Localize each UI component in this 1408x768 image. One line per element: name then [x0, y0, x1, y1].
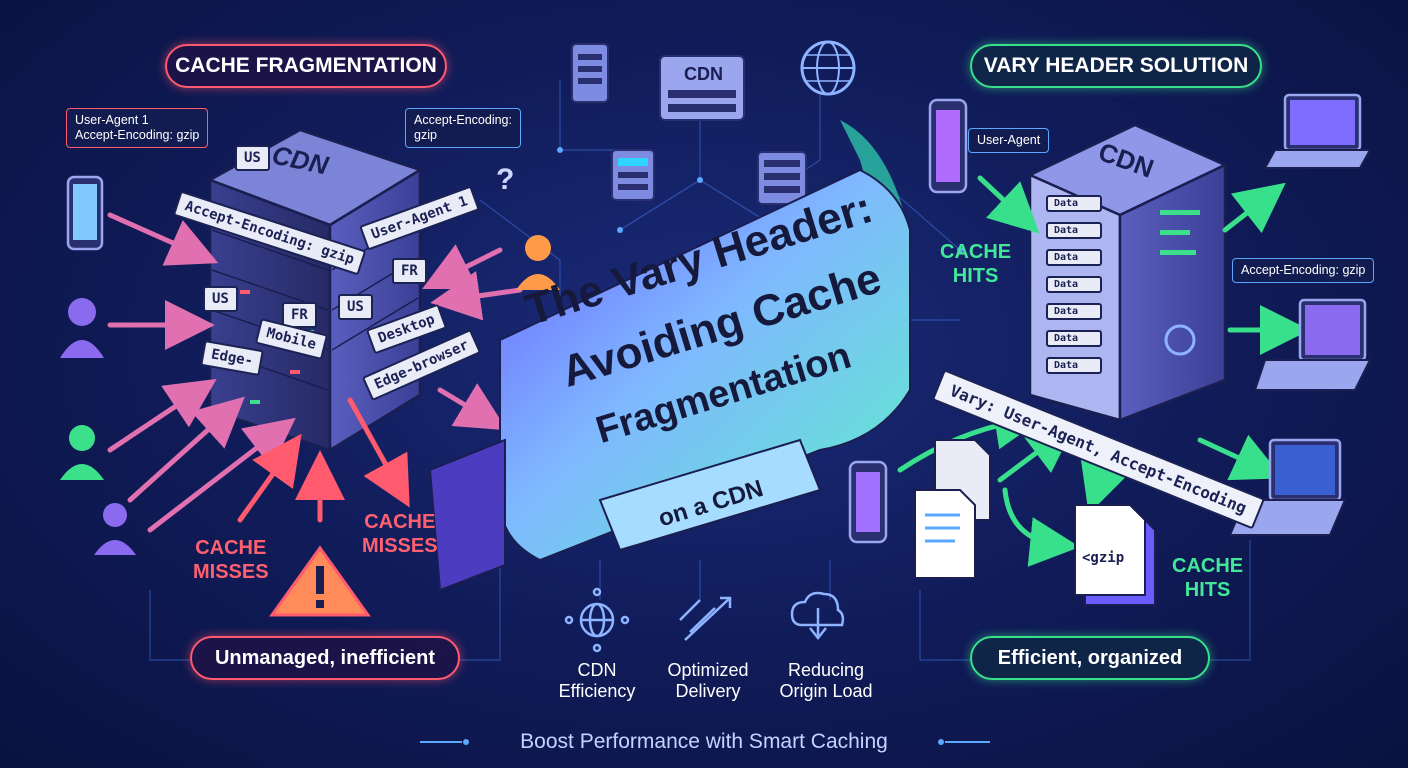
- data-row: Data: [1046, 303, 1102, 320]
- gzip-label: <gzip: [1082, 550, 1125, 566]
- feature-cdn-efficiency: CDN Efficiency: [532, 660, 662, 702]
- data-row: Data: [1046, 195, 1102, 212]
- feature-line: Reducing: [787, 660, 865, 680]
- request-note-useragent: User-Agent: [968, 128, 1050, 153]
- feature-line: Origin Load: [779, 681, 873, 701]
- note-line: Accept-Encoding: gzip: [75, 128, 200, 142]
- request-note-encoding: Accept-Encoding: gzip: [405, 108, 521, 148]
- feature-optimized-delivery: Optimized Delivery: [643, 660, 773, 702]
- left-users: [60, 175, 560, 555]
- label-line: MISSES: [362, 535, 438, 557]
- data-row: Data: [1046, 249, 1102, 266]
- top-server-label: CDN: [684, 64, 723, 84]
- data-row: Data: [1046, 330, 1102, 347]
- data-rows: Data Data Data Data Data Data Data: [1046, 195, 1102, 384]
- cache-fragmentation-heading: CACHE FRAGMENTATION: [165, 44, 447, 88]
- heading-text: VARY HEADER SOLUTION: [983, 54, 1249, 77]
- feature-line: Efficiency: [558, 681, 636, 701]
- note-line: Accept-Encoding:: [414, 113, 512, 127]
- fragment-tag: US: [203, 286, 238, 312]
- cache-hits-label: CACHE HITS: [940, 240, 1011, 288]
- status-text: Efficient, organized: [997, 646, 1183, 669]
- label-line: HITS: [952, 265, 999, 287]
- fragment-tag: FR: [392, 258, 427, 284]
- warning-icon: [269, 545, 371, 617]
- right-devices: [848, 93, 1372, 606]
- note-line: User-Agent 1: [75, 113, 149, 127]
- fragment-tag: US: [235, 145, 270, 171]
- right-status-badge: Efficient, organized: [970, 636, 1210, 680]
- request-note-useragent: User-Agent 1 Accept-Encoding: gzip: [66, 108, 209, 148]
- fragment-tag: FR: [282, 302, 317, 328]
- data-row: Data: [1046, 357, 1102, 374]
- data-row: Data: [1046, 222, 1102, 239]
- feature-line: Optimized: [667, 660, 749, 680]
- cache-hits-label: CACHE HITS: [1172, 554, 1243, 602]
- label-line: CACHE: [364, 511, 436, 533]
- footer-divider: [420, 739, 990, 745]
- cache-misses-label: CACHE MISSES: [193, 536, 269, 584]
- data-row: Data: [1046, 276, 1102, 293]
- label-line: CACHE: [940, 241, 1012, 263]
- feature-reducing-origin-load: Reducing Origin Load: [761, 660, 891, 702]
- fragment-tag: US: [338, 294, 373, 320]
- label-line: CACHE: [195, 537, 267, 559]
- label-line: HITS: [1184, 579, 1231, 601]
- top-center-servers: [571, 40, 856, 205]
- title-banner: [428, 120, 911, 592]
- footer-tagline: Boost Performance with Smart Caching: [520, 730, 888, 753]
- vary-header-solution-heading: VARY HEADER SOLUTION: [970, 44, 1262, 88]
- request-note-encoding: Accept-Encoding: gzip: [1232, 258, 1375, 283]
- feature-icons: [564, 587, 845, 653]
- feature-line: CDN: [577, 660, 617, 680]
- label-line: MISSES: [193, 561, 269, 583]
- heading-text: CACHE FRAGMENTATION: [175, 54, 437, 77]
- feature-line: Delivery: [675, 681, 741, 701]
- question-mark-icon: ?: [496, 163, 515, 196]
- status-text: Unmanaged, inefficient: [214, 646, 436, 669]
- label-line: CACHE: [1172, 555, 1244, 577]
- cache-misses-label: CACHE MISSES: [362, 510, 438, 558]
- note-line: gzip: [414, 128, 437, 142]
- left-status-badge: Unmanaged, inefficient: [190, 636, 460, 680]
